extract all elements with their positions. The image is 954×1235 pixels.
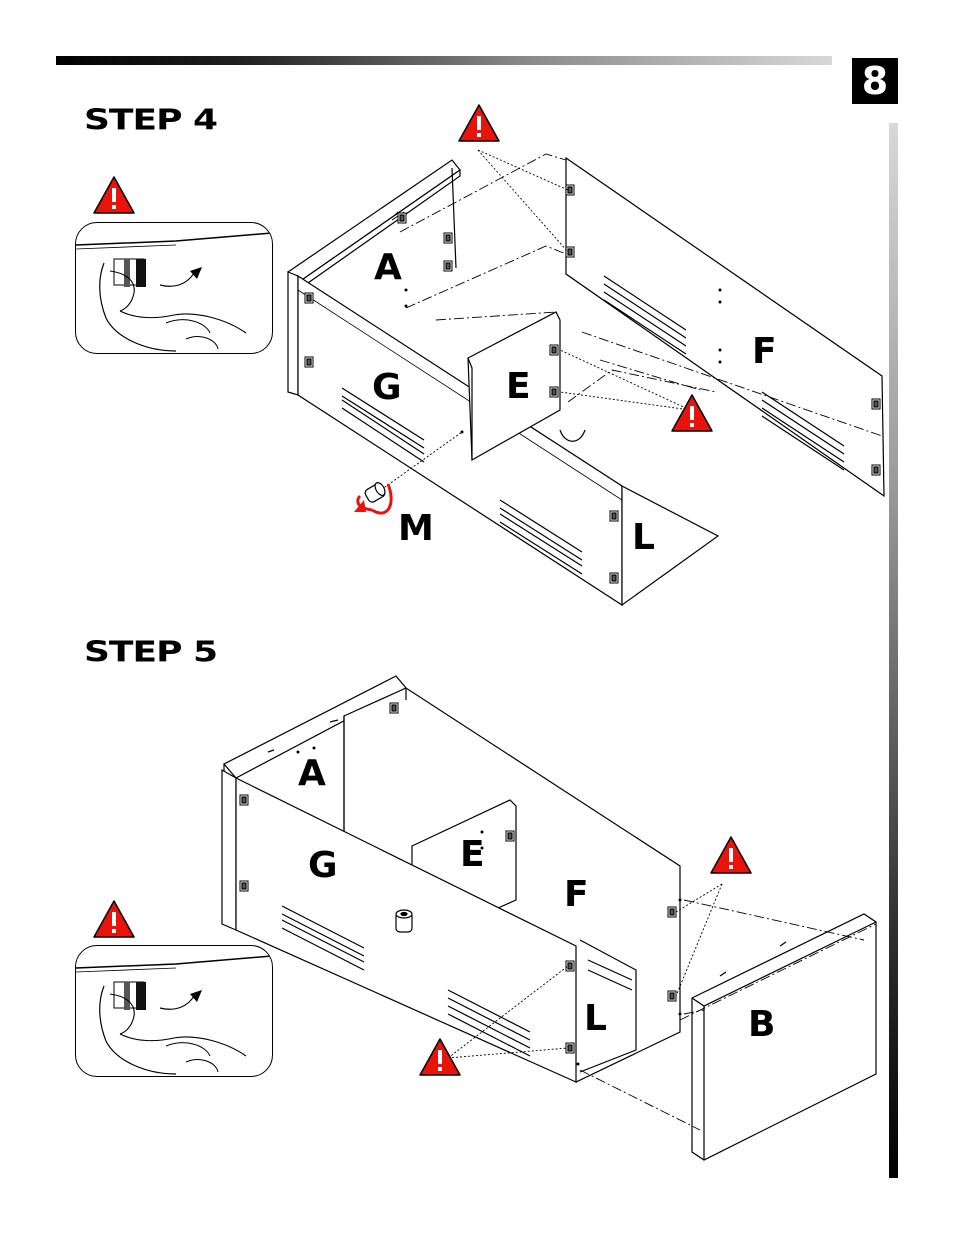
label-a: A bbox=[298, 753, 326, 794]
warning-triangle-icon bbox=[672, 395, 712, 431]
warning-triangle-icon bbox=[711, 837, 751, 873]
warning-triangle-icon bbox=[94, 177, 134, 213]
label-g: G bbox=[372, 367, 402, 408]
label-b: B bbox=[748, 1004, 775, 1045]
label-l: L bbox=[584, 998, 607, 1039]
label-l: L bbox=[632, 517, 655, 558]
warning-triangle-icon bbox=[420, 1039, 460, 1075]
label-f: F bbox=[752, 331, 777, 372]
label-m: M bbox=[398, 508, 434, 549]
label-e: E bbox=[460, 834, 485, 875]
warning-triangle-icon bbox=[94, 901, 134, 937]
label-e: E bbox=[506, 366, 531, 407]
warning-triangle-icon bbox=[459, 105, 499, 141]
label-g: G bbox=[308, 845, 338, 886]
cam-bolt-m bbox=[364, 481, 387, 504]
label-f: F bbox=[564, 874, 589, 915]
step5-diagram bbox=[222, 676, 876, 1160]
panel-g bbox=[288, 272, 622, 605]
label-a: A bbox=[374, 247, 402, 288]
panel-b bbox=[692, 914, 876, 1160]
panel-f bbox=[566, 158, 884, 496]
